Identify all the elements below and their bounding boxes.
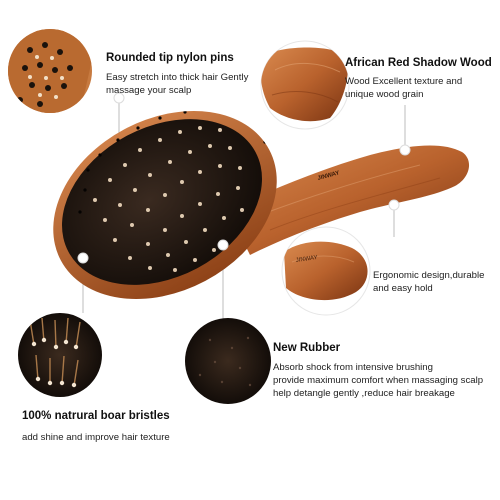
ergonomic-handle-closeup [281,226,371,316]
ergonomic-logo: JINWAY [295,255,318,264]
nylon-pins-closeup [8,29,92,113]
rubber-title: New Rubber [273,342,341,354]
boar-bristles-closeup [18,313,102,397]
nylon-pins-description: Easy stretch into thick hair Gently mass… [106,72,249,96]
handle-logo: JINWAY [317,170,340,182]
wood-description: Wood Excellent texture and unique wood g… [345,76,463,100]
nylon-pins-title: Rounded tip nylon pins [106,52,234,64]
ergonomic-description: Ergonomic design,durable and easy hold [373,270,485,294]
boar-bristles-title: 100% natrural boar bristles [22,410,170,422]
brush-head [53,111,277,299]
rubber-closeup [185,318,271,404]
rubber-description: Absorb shock from intensive brushing pro… [273,362,484,399]
boar-bristles-description: add shine and improve hair texture [22,432,170,443]
pointer-dots [77,92,411,264]
wood-closeup [260,40,350,130]
wood-title: African Red Shadow Wood [345,57,492,69]
brush-handle [228,145,470,255]
